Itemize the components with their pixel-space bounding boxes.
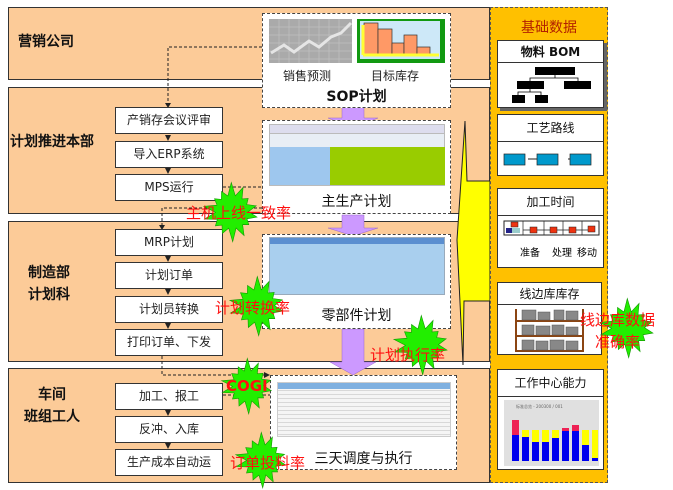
kpi-plan-conversion: 计划转换率: [215, 299, 291, 317]
kpi-line-inventory-accuracy: 线边库数据 准确率: [580, 311, 656, 351]
connector-print-dispatch: [161, 356, 268, 376]
step-planner-convert: 计划员转换: [115, 296, 223, 323]
basic-data-title: 基础数据: [521, 20, 577, 36]
step-process-report: 加工、报工: [115, 383, 223, 410]
starburst-icon: [228, 275, 284, 337]
step-cost-run: 生产成本自动运: [115, 449, 223, 476]
starburst-icon: [202, 181, 258, 243]
parts-plan-box: 零部件计划: [262, 234, 451, 329]
card-inventory-title: 线边库库存: [498, 283, 601, 305]
mps-box: 主生产计划: [262, 120, 451, 214]
sop-forecast-label: 销售预测: [283, 69, 332, 83]
step-print-issue: 打印订单、下发: [115, 329, 223, 356]
starburst-icon: [220, 357, 273, 415]
sop-inventory-label: 目标库存: [371, 69, 420, 83]
dispatch-box: 三天调度与执行: [270, 375, 457, 470]
card-routing-title: 工艺路线: [498, 115, 603, 142]
sop-plan-box: 销售预测 目标库存 SOP计划: [262, 13, 451, 108]
card-processing-time: 加工时间 准备 处理 移动: [497, 188, 604, 268]
band-label-manufacturing: 制造部 计划科: [28, 265, 70, 303]
card-bom: 物料 BOM: [497, 40, 604, 108]
kpi-order-feeding: 订单投料率: [230, 454, 306, 472]
big-yellow-arrow-icon: [456, 120, 491, 366]
connector-mps-mrp: [161, 207, 262, 226]
routing-icon: [503, 153, 592, 166]
step-import-erp: 导入ERP系统: [115, 141, 223, 168]
time-label-move: 移动: [577, 248, 597, 259]
step-backflush: 反冲、入库: [115, 416, 223, 443]
card-workcenter-capacity: 工作中心能力 标准总览 - 200300 / 001: [497, 369, 604, 470]
dispatch-screenshot: [277, 382, 451, 437]
card-line-inventory: 线边库库存: [497, 282, 602, 355]
card-routing: 工艺路线: [497, 114, 604, 176]
arrow-down-icon: [327, 214, 379, 237]
connector-sop-review: [167, 46, 262, 104]
capacity-bars: [512, 420, 598, 461]
kpi-cogi: COGI: [226, 377, 268, 395]
kpi-mps-consistency: 主机上线一致率: [186, 204, 292, 222]
arrow-down-icon: [329, 328, 377, 376]
shelf-icon: [515, 309, 584, 352]
card-bom-title: 物料 BOM: [498, 41, 603, 63]
band-label-marketing: 营销公司: [18, 34, 74, 50]
starburst-icon: [234, 431, 287, 489]
time-label-prep: 准备: [520, 248, 540, 259]
starburst-icon: [598, 297, 654, 359]
step-sop-review: 产销存会议评审: [115, 107, 223, 134]
mps-screenshot: [269, 124, 445, 186]
parts-screenshot: [269, 237, 445, 295]
band-label-planning: 计划推进本部: [10, 134, 94, 150]
card-time-title: 加工时间: [498, 189, 603, 216]
step-planned-order: 计划订单: [115, 262, 223, 289]
parts-plan-title: 零部件计划: [321, 308, 392, 324]
capacity-chart-caption: 标准总览 - 200300 / 001: [516, 404, 563, 409]
sop-charts: [269, 19, 445, 63]
capacity-chart: 标准总览 - 200300 / 001: [504, 400, 599, 466]
sop-plan-title: SOP计划: [326, 89, 387, 105]
processing-time-icon: [503, 220, 600, 236]
band-label-workshop: 车间 班组工人: [24, 387, 80, 425]
card-capacity-title: 工作中心能力: [498, 370, 603, 397]
mps-title: 主生产计划: [321, 194, 392, 210]
starburst-icon: [392, 314, 448, 376]
forecast-line: [270, 21, 353, 55]
step-mrp: MRP计划: [115, 229, 223, 256]
bom-tree-icon: [512, 67, 591, 103]
step-mps-run: MPS运行: [115, 174, 223, 201]
dispatch-title: 三天调度与执行: [314, 451, 413, 467]
kpi-plan-execution: 计划执行率: [370, 346, 446, 364]
time-label-process: 处理: [552, 248, 572, 259]
